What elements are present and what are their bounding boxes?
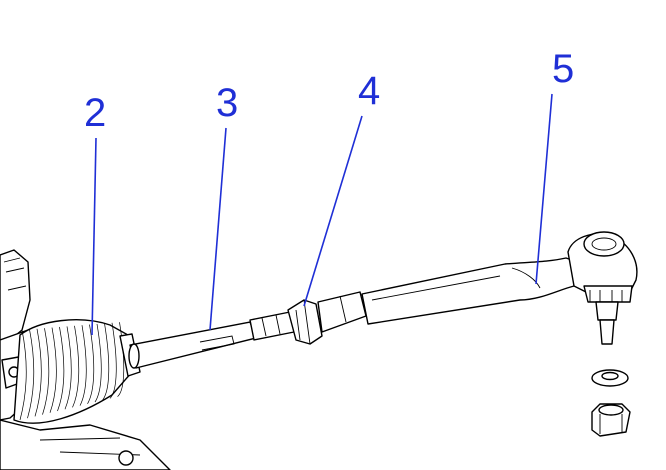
callout-3: 3 — [216, 81, 238, 125]
lock-nut — [287, 299, 323, 345]
washer — [591, 369, 629, 387]
callout-5: 5 — [552, 47, 574, 91]
inner-tie-rod — [128, 311, 295, 369]
callout-labels: 2 3 4 5 — [84, 47, 574, 135]
bellows-boot — [13, 319, 141, 424]
castle-nut — [591, 403, 631, 437]
leader-3 — [209, 127, 227, 331]
callout-4: 4 — [358, 69, 380, 113]
outer-tie-rod-end — [317, 231, 638, 345]
leader-lines — [91, 93, 553, 336]
leader-2 — [91, 137, 97, 336]
callout-2: 2 — [84, 91, 106, 135]
bellow-ribs — [19, 322, 125, 421]
leader-4 — [303, 115, 363, 307]
leader-5 — [535, 93, 553, 285]
